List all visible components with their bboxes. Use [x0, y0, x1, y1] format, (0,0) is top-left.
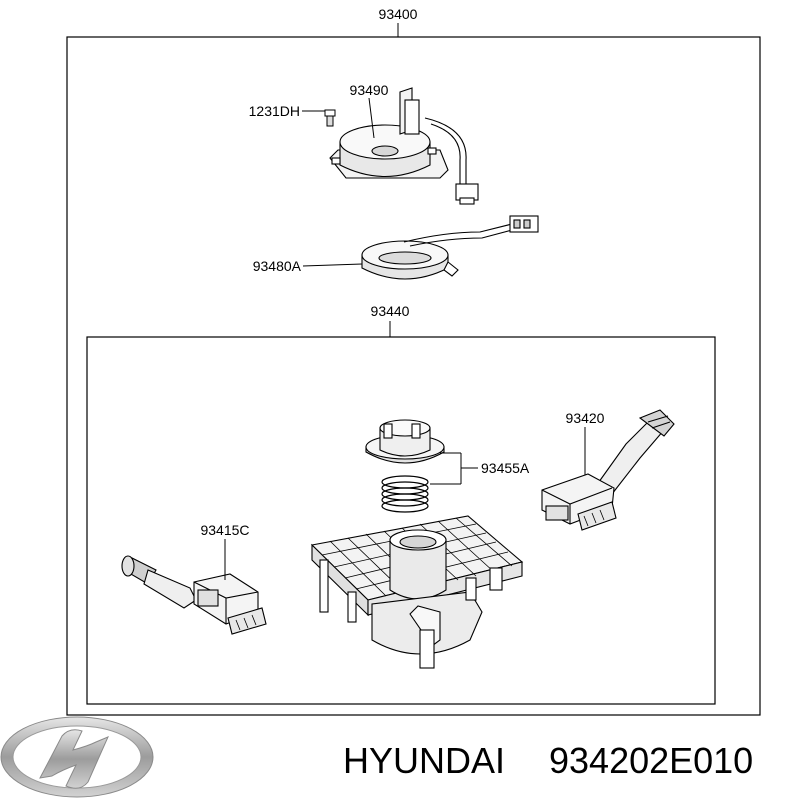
spring-cap-bracket	[430, 452, 478, 485]
assembly-label: 93400	[379, 6, 418, 22]
hyundai-logo-icon	[0, 716, 154, 798]
right-switch-drawing	[541, 409, 675, 531]
switch-body-drawing	[310, 515, 524, 669]
clock-spring-label: 93490	[350, 82, 389, 98]
clock-spring-leader	[368, 97, 375, 139]
screw-drawing	[324, 109, 336, 127]
left-switch-drawing	[121, 555, 267, 635]
spring-cap-label: 93455A	[481, 460, 530, 476]
subassembly-frame	[86, 336, 716, 705]
spring-cap-drawing	[365, 419, 445, 464]
brand-name: HYUNDAI	[343, 740, 505, 781]
part-number: 934202E010	[549, 740, 753, 781]
sensor-drawing	[361, 215, 539, 280]
sensor-label: 93480A	[253, 258, 302, 274]
spring-drawing	[381, 475, 429, 513]
subassembly-label: 93440	[371, 303, 410, 319]
sensor-leader	[302, 263, 363, 267]
assembly-frame	[66, 36, 761, 716]
screw-label: 1231DH	[249, 103, 300, 119]
clock-spring-drawing	[329, 87, 479, 205]
right-switch-label: 93420	[566, 410, 605, 426]
left-switch-label: 93415C	[200, 522, 249, 538]
